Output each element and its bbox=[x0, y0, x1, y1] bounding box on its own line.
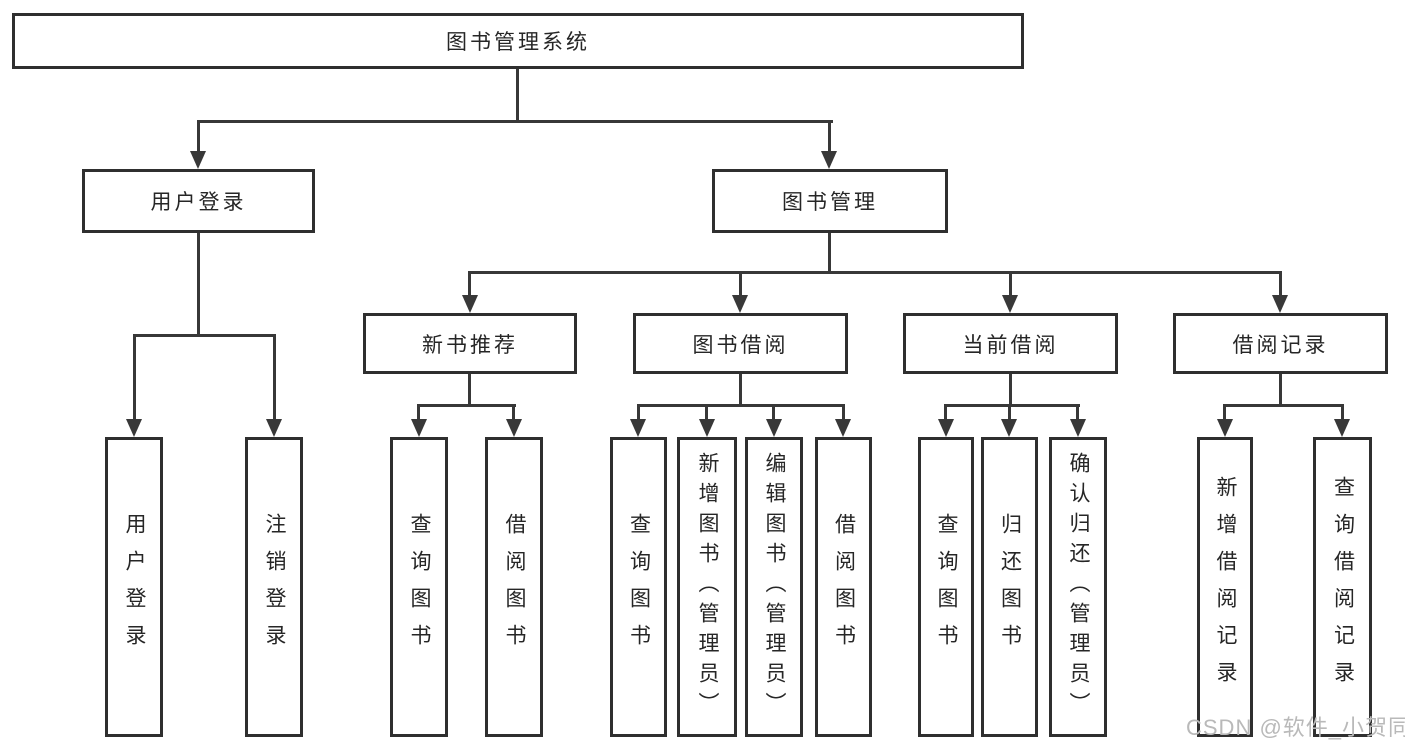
arrow-down-icon bbox=[732, 295, 748, 313]
connector-line bbox=[828, 120, 831, 154]
leaf-add-book-admin: 新增图书（管理员） bbox=[677, 437, 737, 737]
connector-line bbox=[1009, 271, 1012, 297]
node-current-borrowing: 当前借阅 bbox=[903, 313, 1118, 374]
connector-line bbox=[705, 404, 708, 421]
arrow-down-icon bbox=[1272, 295, 1288, 313]
connector-line bbox=[1341, 404, 1344, 421]
arrow-down-icon bbox=[766, 419, 782, 437]
arrow-down-icon bbox=[821, 151, 837, 169]
connector-line bbox=[468, 271, 471, 297]
leaf-query-books-borrow: 查询图书 bbox=[610, 437, 667, 737]
node-borrowing-records: 借阅记录 bbox=[1173, 313, 1388, 374]
connector-line bbox=[516, 69, 519, 121]
node-library-system: 图书管理系统 bbox=[12, 13, 1024, 69]
arrow-down-icon bbox=[938, 419, 954, 437]
leaf-return-books: 归还图书 bbox=[981, 437, 1038, 737]
connector-line bbox=[944, 404, 947, 421]
leaf-borrow-books-recommend: 借阅图书 bbox=[485, 437, 543, 737]
connector-line bbox=[468, 271, 1282, 274]
csdn-watermark: CSDN @软件_小贺同学 bbox=[1186, 715, 1405, 740]
leaf-logout: 注销登录 bbox=[245, 437, 303, 737]
arrow-down-icon bbox=[1070, 419, 1086, 437]
leaf-query-borrow-record: 查询借阅记录 bbox=[1313, 437, 1372, 737]
arrow-down-icon bbox=[1002, 295, 1018, 313]
leaf-query-books-recommend: 查询图书 bbox=[390, 437, 448, 737]
connector-line bbox=[637, 404, 640, 421]
leaf-user-login: 用户登录 bbox=[105, 437, 163, 737]
arrow-down-icon bbox=[190, 151, 206, 169]
connector-line bbox=[1279, 374, 1282, 406]
arrow-down-icon bbox=[266, 419, 282, 437]
connector-line bbox=[944, 404, 1080, 407]
connector-line bbox=[1279, 271, 1282, 297]
node-user-login: 用户登录 bbox=[82, 169, 315, 233]
connector-line bbox=[828, 233, 831, 274]
connector-line bbox=[468, 374, 471, 406]
arrow-down-icon bbox=[506, 419, 522, 437]
arrow-down-icon bbox=[411, 419, 427, 437]
connector-line bbox=[273, 334, 276, 421]
connector-line bbox=[197, 120, 200, 154]
connector-line bbox=[739, 374, 742, 406]
connector-line bbox=[772, 404, 775, 421]
connector-line bbox=[197, 233, 200, 336]
arrow-down-icon bbox=[835, 419, 851, 437]
arrow-down-icon bbox=[1334, 419, 1350, 437]
leaf-query-books-current: 查询图书 bbox=[918, 437, 974, 737]
connector-line bbox=[1223, 404, 1226, 421]
connector-line bbox=[512, 404, 515, 421]
connector-line bbox=[1009, 374, 1012, 406]
node-book-borrowing: 图书借阅 bbox=[633, 313, 848, 374]
connector-line bbox=[842, 404, 845, 421]
connector-line bbox=[133, 334, 276, 337]
arrow-down-icon bbox=[630, 419, 646, 437]
connector-line bbox=[637, 404, 845, 407]
connector-line bbox=[1076, 404, 1079, 421]
connector-line bbox=[417, 404, 420, 421]
node-book-management: 图书管理 bbox=[712, 169, 948, 233]
leaf-borrow-books: 借阅图书 bbox=[815, 437, 872, 737]
arrow-down-icon bbox=[462, 295, 478, 313]
leaf-add-borrow-record: 新增借阅记录 bbox=[1197, 437, 1253, 737]
connector-line bbox=[197, 120, 833, 123]
arrow-down-icon bbox=[1001, 419, 1017, 437]
arrow-down-icon bbox=[699, 419, 715, 437]
leaf-confirm-return-admin: 确认归还（管理员） bbox=[1049, 437, 1107, 737]
connector-line bbox=[133, 334, 136, 421]
connector-line bbox=[1008, 404, 1011, 421]
leaf-edit-book-admin: 编辑图书（管理员） bbox=[745, 437, 803, 737]
connector-line bbox=[417, 404, 516, 407]
connector-line bbox=[739, 271, 742, 297]
arrow-down-icon bbox=[1217, 419, 1233, 437]
arrow-down-icon bbox=[126, 419, 142, 437]
connector-line bbox=[1223, 404, 1344, 407]
node-new-book-recommendation: 新书推荐 bbox=[363, 313, 577, 374]
